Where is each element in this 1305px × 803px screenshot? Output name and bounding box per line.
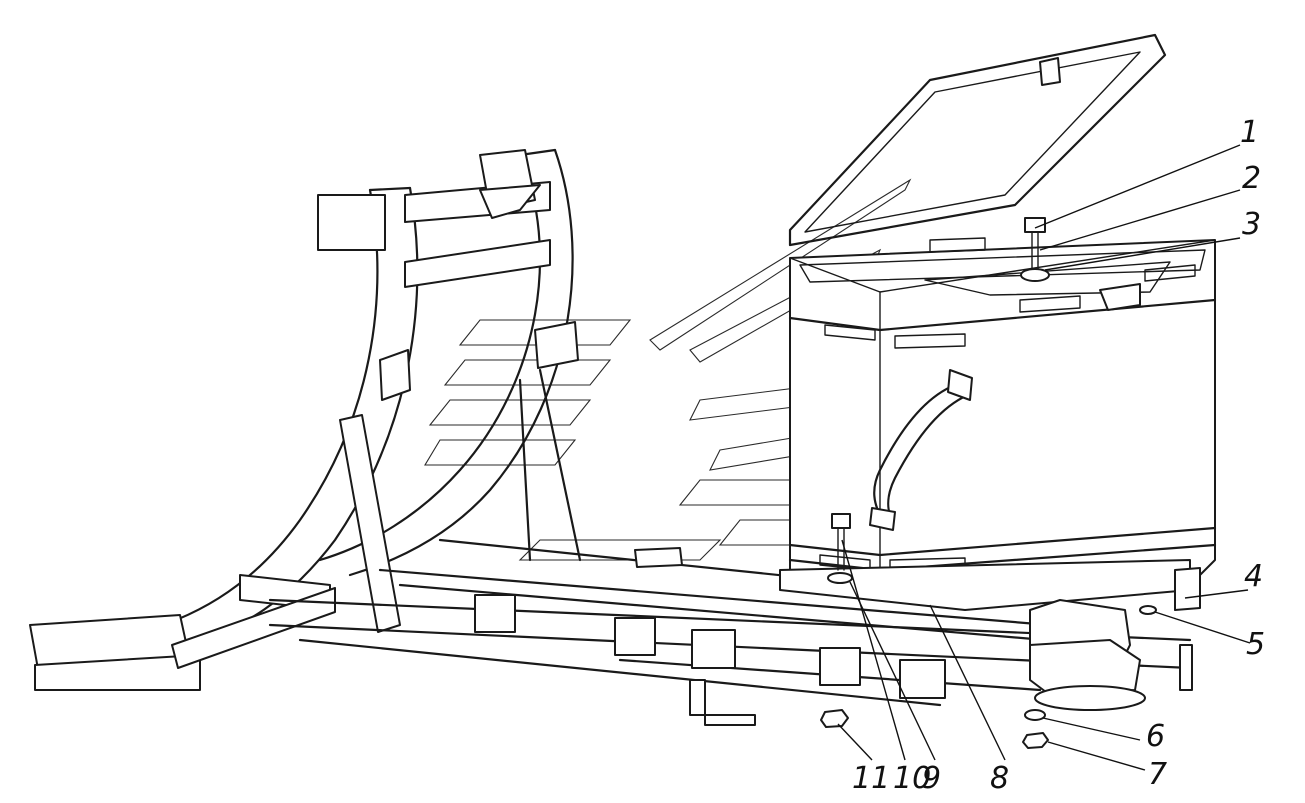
battery-box	[779, 237, 1217, 611]
callouts: 1 2 3 4 5 6 7 8 9 10 11	[852, 115, 1265, 796]
cab-frame	[128, 148, 579, 647]
left-bracket	[29, 368, 582, 691]
callout-2: 2	[1242, 161, 1261, 196]
callout-10: 10	[893, 761, 931, 796]
callout-8: 8	[990, 761, 1009, 796]
mounting-rails	[268, 538, 1193, 726]
callout-4: 4	[1244, 559, 1263, 594]
callout-6: 6	[1146, 719, 1165, 754]
callout-1: 1	[1240, 115, 1259, 150]
fasteners	[820, 217, 1157, 749]
callout-7: 7	[1148, 757, 1167, 792]
callout-3: 3	[1242, 207, 1261, 242]
callout-9: 9	[922, 761, 941, 796]
leader-lines	[837, 144, 1251, 771]
callout-5: 5	[1246, 627, 1265, 662]
callout-11: 11	[852, 761, 890, 796]
battery-box-lid	[788, 33, 1167, 531]
